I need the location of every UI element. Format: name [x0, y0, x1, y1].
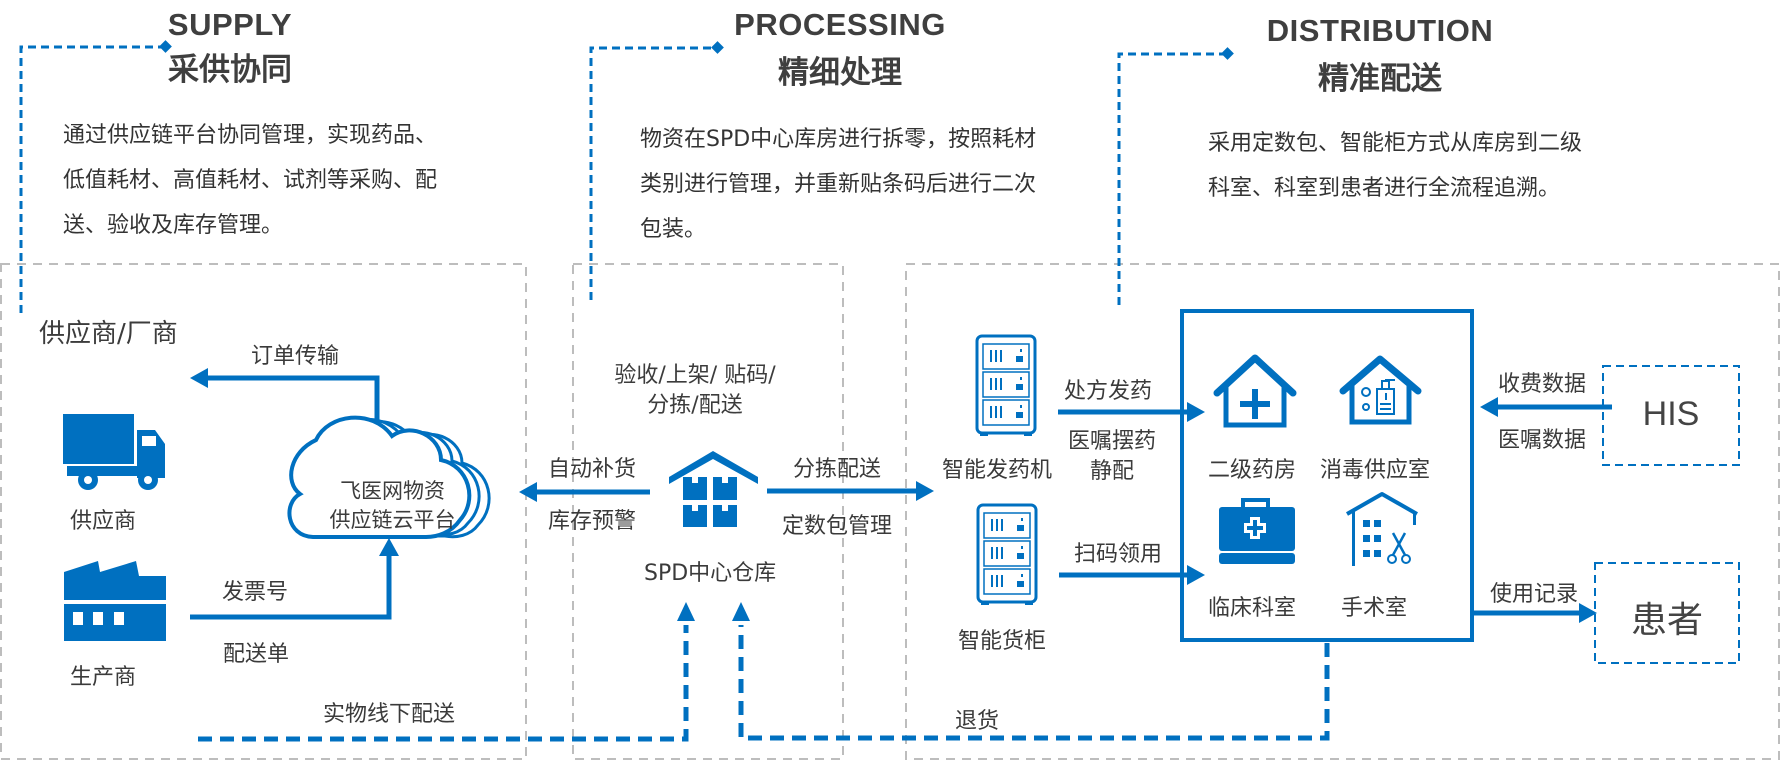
distribution-description: 采用定数包、智能柜方式从库房到二级 科室、科室到患者进行全流程追溯。	[1208, 121, 1582, 211]
processing-desc-line: 类别进行管理，并重新贴条码后进行二次	[640, 172, 1037, 197]
departments-box	[1180, 309, 1474, 642]
distribution-title-cn: 精准配送	[1318, 61, 1442, 97]
clinical-department-icon	[1219, 498, 1295, 564]
secondary-pharmacy-label: 二级药房	[1208, 458, 1297, 483]
processing-steps-line: 验收/上架/ 贴码/	[614, 363, 776, 388]
supply-leader-line	[19, 45, 165, 313]
cloud-platform-label: 飞医网物资 供应链云平台	[315, 477, 470, 535]
medical-order-line: 医嘱摆药	[1067, 429, 1156, 454]
distribution-panel	[905, 263, 1780, 760]
manufacturer-label: 生产商	[70, 665, 137, 690]
disinfection-room-label: 消毒供应室	[1320, 458, 1431, 483]
medical-order-data-label: 医嘱数据	[1498, 428, 1587, 453]
invoice-arrow	[190, 555, 392, 620]
supplier-label: 供应商	[70, 509, 137, 534]
distribution-desc-line: 采用定数包、智能柜方式从库房到二级	[1208, 131, 1583, 156]
processing-panel	[572, 263, 844, 760]
order-transmission-label: 订单传输	[251, 344, 340, 369]
cloud-icon	[287, 415, 491, 539]
processing-title-cn: 精细处理	[778, 55, 902, 91]
prescription-dispensing-label: 处方发药	[1064, 379, 1153, 404]
prescription-arrowhead	[1187, 402, 1205, 422]
supplier-manufacturer-heading: 供应商/厂商	[39, 319, 178, 349]
supply-panel	[0, 263, 527, 760]
dispenser-machine-icon	[975, 334, 1037, 436]
his-box	[1602, 365, 1740, 466]
replenish-arrowhead	[519, 482, 537, 502]
cloud-platform-line: 飞医网物资	[340, 479, 445, 503]
invoice-number-label: 发票号	[222, 580, 289, 605]
dispenser-machine-label: 智能发药机	[942, 458, 1053, 483]
supply-desc-line: 低值耗材、高值耗材、试剂等采购、配	[63, 168, 438, 193]
supply-desc-line: 通过供应链平台协同管理，实现药品、	[63, 123, 438, 148]
supply-desc-line: 送、验收及库存管理。	[63, 213, 284, 238]
disinfection-room-icon	[1339, 355, 1422, 425]
sort-distribute-arrowhead	[916, 481, 934, 501]
smart-cabinet-icon	[976, 503, 1038, 605]
fixed-package-label: 定数包管理	[782, 514, 893, 539]
clinical-department-label: 临床科室	[1208, 596, 1297, 621]
offline-delivery-arrowhead	[677, 602, 695, 621]
truck-icon	[63, 414, 165, 490]
usage-record-arrowhead	[1579, 603, 1597, 623]
return-arrowhead	[732, 602, 750, 621]
operating-room-label: 手术室	[1341, 596, 1408, 621]
spd-warehouse-label: SPD中心仓库	[644, 561, 777, 586]
processing-title-en: PROCESSING	[734, 7, 946, 42]
medical-order-label: 医嘱摆药 静配	[1062, 427, 1162, 487]
offline-delivery-label: 实物线下配送	[323, 702, 456, 727]
usage-record-label: 使用记录	[1490, 582, 1579, 607]
scan-receive-label: 扫码领用	[1074, 542, 1163, 567]
auto-replenish-label: 自动补货	[548, 457, 637, 482]
pharmacy-icon	[1213, 354, 1297, 428]
patient-box	[1594, 562, 1740, 664]
processing-description: 物资在SPD中心库房进行拆零，按照耗材 类别进行管理，并重新贴条码后进行二次 包…	[640, 117, 1036, 252]
processing-desc-line: 包装。	[640, 217, 707, 242]
distribution-desc-line: 科室、科室到患者进行全流程追溯。	[1208, 176, 1561, 201]
order-transmission-arrow	[205, 375, 380, 420]
sort-distribute-label: 分拣配送	[793, 457, 882, 482]
offline-delivery-arrow	[198, 625, 689, 742]
supply-leader-diamond	[159, 40, 172, 53]
processing-desc-line: 物资在SPD中心库房进行拆零，按照耗材	[640, 127, 1037, 152]
processing-leader-line	[589, 46, 716, 300]
return-goods-label: 退货	[955, 709, 1000, 734]
warehouse-icon	[669, 451, 758, 527]
patient-label: 患者	[1630, 599, 1703, 640]
invoice-arrowhead	[379, 538, 399, 556]
distribution-title-en: DISTRIBUTION	[1266, 13, 1494, 48]
supply-title-en: SUPPLY	[167, 7, 293, 42]
cloud-platform-line: 供应链云平台	[329, 508, 456, 532]
factory-icon	[64, 561, 166, 641]
medical-order-line: 静配	[1089, 459, 1134, 484]
order-arrowhead	[190, 368, 208, 388]
return-arrow	[738, 625, 1330, 741]
distribution-leader-line	[1117, 52, 1226, 305]
stock-alert-label: 库存预警	[548, 509, 637, 534]
supply-title-cn: 采供协同	[168, 52, 292, 88]
operating-room-icon	[1346, 492, 1418, 566]
his-data-arrowhead	[1480, 397, 1498, 417]
delivery-note-label: 配送单	[223, 642, 290, 667]
scan-arrowhead	[1187, 565, 1205, 585]
processing-steps-line: 分拣/配送	[647, 393, 743, 418]
his-label: HIS	[1642, 395, 1700, 433]
billing-data-label: 收费数据	[1498, 372, 1587, 397]
processing-steps-label: 验收/上架/ 贴码/ 分拣/配送	[590, 361, 800, 421]
smart-cabinet-label: 智能货柜	[958, 629, 1047, 654]
supply-description: 通过供应链平台协同管理，实现药品、 低值耗材、高值耗材、试剂等采购、配 送、验收…	[63, 113, 437, 248]
